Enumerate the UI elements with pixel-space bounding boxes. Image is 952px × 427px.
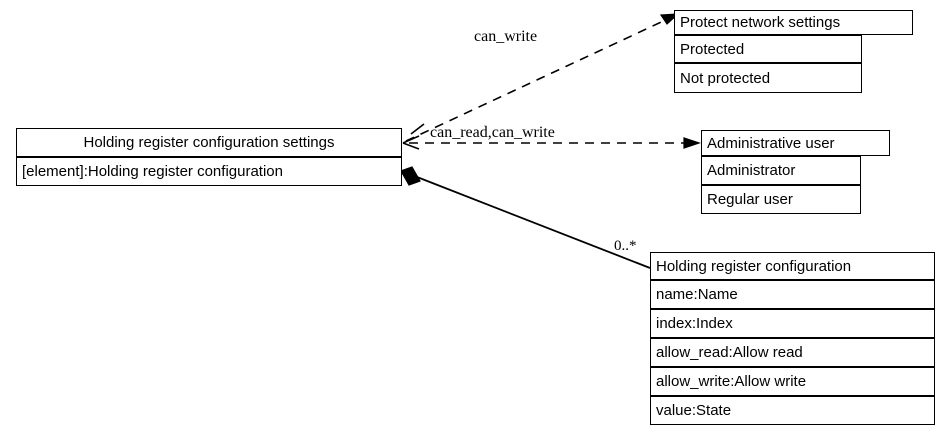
class-attribute-row: name:Name — [650, 280, 935, 309]
composition-edge-holding-register-configuration — [400, 166, 651, 269]
class-attribute-row: Not protected — [674, 63, 862, 93]
class-title-administrative-user: Administrative user — [701, 130, 890, 156]
class-title-holding-register-configuration-settings: Holding register configuration settings — [16, 128, 402, 157]
edge-label-multiplicity: 0..* — [614, 238, 637, 254]
dependency-source-arrowheads — [402, 123, 425, 150]
class-attribute-row: [element]:Holding register configuration — [16, 157, 402, 186]
class-attribute-row: index:Index — [650, 309, 935, 338]
class-attribute-row: allow_write:Allow write — [650, 367, 935, 396]
arrowhead-protect-network-settings — [659, 13, 680, 25]
dependency-edge-administrative-user — [409, 137, 701, 149]
arrowhead-administrative-user — [683, 137, 701, 149]
dependency-edge-protect-network-settings — [405, 13, 680, 142]
composition-line — [416, 176, 651, 269]
class-attribute-row: Administrator — [701, 156, 861, 185]
arrow-barb-lower — [402, 142, 420, 150]
class-attribute-row: allow_read:Allow read — [650, 338, 935, 367]
class-title-protect-network-settings: Protect network settings — [674, 10, 913, 35]
class-title-holding-register-configuration: Holding register configuration — [650, 252, 935, 280]
arrow-barb-upper — [402, 135, 420, 144]
edge-label-can-write: can_write — [474, 28, 538, 45]
dependency-line-protect-network-settings — [405, 16, 673, 142]
class-attribute-row: value:State — [650, 396, 935, 425]
class-attribute-row: Protected — [674, 35, 862, 63]
class-attribute-row: Regular user — [701, 185, 861, 214]
filled-diamond-icon — [400, 166, 421, 186]
edge-label-can-read-can-write: can_read,can_write — [430, 124, 555, 141]
arrow-barb-diagonal — [410, 123, 425, 135]
